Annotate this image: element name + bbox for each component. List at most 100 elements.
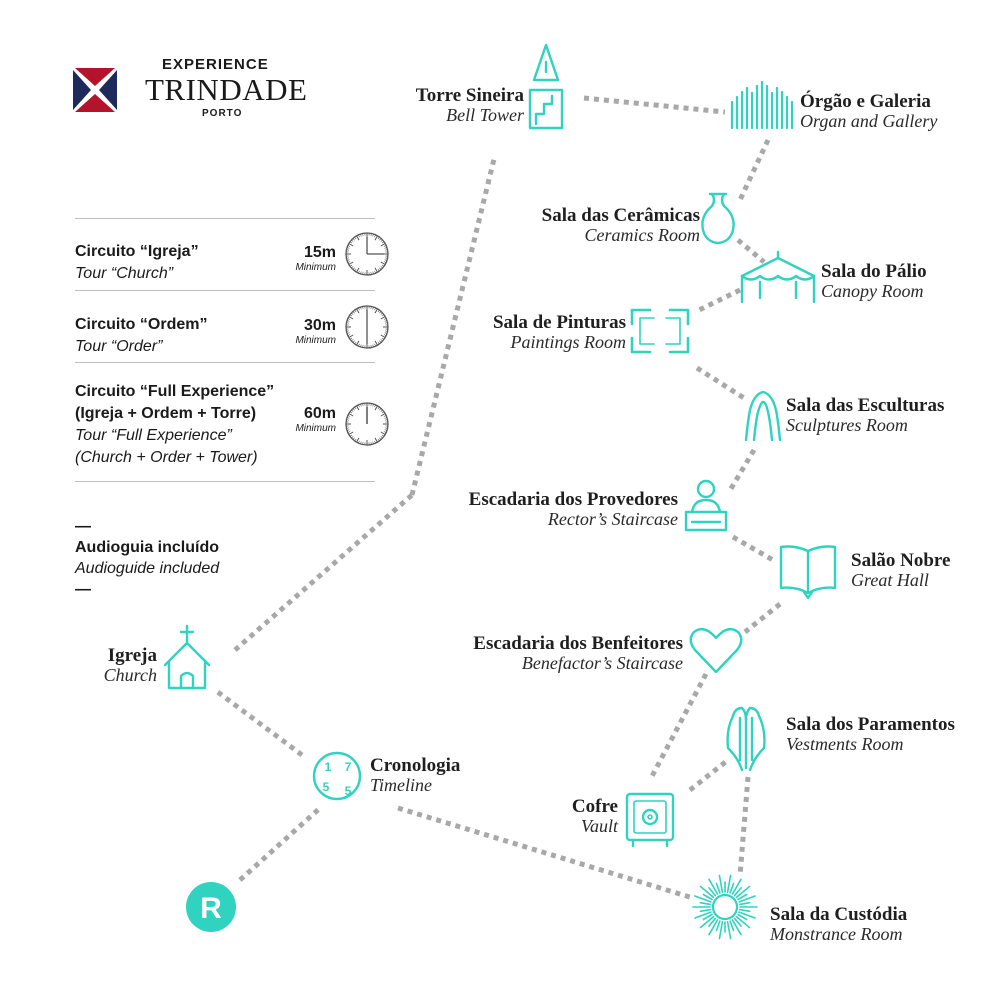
monstrance-ray <box>699 915 715 929</box>
stop-name-en: Canopy Room <box>821 280 924 301</box>
clock-tick <box>362 442 364 445</box>
clock-tick <box>360 233 362 237</box>
clock-tick <box>352 267 355 270</box>
divider <box>75 362 375 363</box>
tour-subtitle: Tour “Full Experience” <box>75 427 232 444</box>
audioguide-pt: Audioguia incluído <box>75 539 219 556</box>
clock-tick <box>372 233 374 237</box>
monstrance-ray <box>694 895 712 903</box>
clock-tick <box>360 271 362 275</box>
path-tower-trunk <box>409 154 498 496</box>
clock-tick <box>380 431 386 435</box>
clock-tick <box>346 249 349 251</box>
monstrance-ray <box>735 915 751 929</box>
logo-trindade: TRINDADE <box>145 72 308 107</box>
clock-tick <box>358 307 360 311</box>
stop-paintings[interactable]: Sala de Pinturas Paintings Room <box>493 313 626 352</box>
clock-tick <box>346 330 349 332</box>
clock-tick <box>351 436 354 439</box>
monstrance-ray <box>726 920 732 940</box>
stop-name-pt: Sala de Pinturas <box>492 312 626 333</box>
stop-ceramics[interactable]: Sala das Cerâmicas Ceramics Room <box>542 206 700 245</box>
path-lines <box>213 95 782 901</box>
duration-minimum: Minimum <box>295 335 336 346</box>
clock-tick <box>347 318 351 320</box>
clock-tick <box>348 431 354 435</box>
stop-church[interactable]: Igreja Church <box>104 646 157 685</box>
path-greathall-benefactors <box>743 602 782 634</box>
clock-tick <box>354 438 357 442</box>
clock-tick <box>379 238 382 241</box>
stop-name-en: Paintings Room <box>510 331 627 352</box>
stop-name-en: Rector’s Staircase <box>547 508 678 529</box>
clock-tick <box>380 316 386 320</box>
stop-name-pt: Sala dos Paramentos <box>786 714 955 735</box>
clock-tick <box>374 437 378 443</box>
path-rectors-greathall <box>731 534 775 563</box>
stop-sculptures[interactable]: Sala das Esculturas Sculptures Room <box>786 396 944 435</box>
clock-tick <box>383 261 387 263</box>
tour-full-experience: Circuito “Full Experience” (Igreja + Ord… <box>75 381 274 469</box>
clock-tick <box>352 311 355 314</box>
audioguide-note: — Audioguia incluído Audioguide included… <box>75 516 219 600</box>
clock-tick <box>351 409 354 412</box>
stop-vestments[interactable]: Sala dos Paramentos Vestments Room <box>786 715 955 754</box>
clock-tick <box>349 337 353 340</box>
clock-tick <box>346 320 350 322</box>
tour-title-detail: (Igreja + Ordem + Torre) <box>75 405 257 422</box>
divider <box>75 290 375 291</box>
clock-tick <box>381 337 385 340</box>
stop-rectors-staircase[interactable]: Escadaria dos Provedores Rector’s Stairc… <box>469 490 678 529</box>
clock-tick <box>374 308 378 314</box>
clock-tick <box>377 236 380 240</box>
path-ceramics-palio <box>736 238 766 264</box>
clock-tick <box>354 341 357 345</box>
clock-tick <box>381 241 385 244</box>
monstrance-ray <box>702 913 713 921</box>
clock-tick <box>379 437 382 440</box>
clock-tick <box>374 234 376 238</box>
path-benefactors-vault <box>647 672 709 782</box>
clock-tick <box>385 427 388 429</box>
stop-bell-tower[interactable]: Torre Sineira Bell Tower <box>416 86 524 125</box>
vase-icon <box>701 192 735 245</box>
tour-title: Circuito “Ordem” <box>75 316 208 333</box>
clock-tick <box>372 441 374 445</box>
stop-great-hall[interactable]: Salão Nobre Great Hall <box>851 551 950 590</box>
stop-monstrance[interactable]: Sala da Custódia Monstrance Room <box>770 905 907 944</box>
stop-timeline[interactable]: Cronologia Timeline <box>370 756 460 795</box>
monstrance-ray <box>731 878 742 895</box>
organ-icon <box>730 80 794 130</box>
clock-tick <box>377 438 380 442</box>
stop-benefactors-staircase[interactable]: Escadaria dos Benfeitores Benefactor’s S… <box>473 634 683 673</box>
stop-vault[interactable]: Cofre Vault <box>572 797 618 836</box>
clock-tick <box>380 239 383 242</box>
start-marker[interactable]: R <box>186 882 236 932</box>
clock-tick <box>384 429 388 431</box>
clock-tick <box>374 404 376 408</box>
tour-duration: 30m Minimum <box>276 317 336 346</box>
monstrance-ray <box>708 919 719 936</box>
clock-tick <box>374 343 376 347</box>
clock-tick <box>383 334 387 336</box>
stop-organ[interactable]: Órgão e Galeria Organ and Gallery <box>800 92 937 131</box>
clock-tick <box>349 314 353 317</box>
clock-tick <box>379 267 382 270</box>
stop-name-en: Timeline <box>370 774 432 795</box>
stop-palio[interactable]: Sala do Pálio Canopy Room <box>821 262 927 301</box>
clock-tick <box>372 306 374 310</box>
clock-tick <box>383 415 387 417</box>
stop-name-en: Benefactor’s Staircase <box>521 652 683 673</box>
clock-tick <box>362 403 364 406</box>
monstrance-ray <box>718 874 724 894</box>
clock-tick <box>349 411 353 414</box>
heart-icon <box>689 627 743 674</box>
clock-tick <box>384 320 388 322</box>
clock-tick <box>346 332 350 334</box>
clock-tick <box>381 411 385 414</box>
monstrance-ray <box>702 893 713 901</box>
path-vestments-monstrance <box>737 776 751 877</box>
timeline-digit: 5 <box>345 784 352 798</box>
clock-tick <box>349 434 353 437</box>
dash: — <box>75 581 91 598</box>
